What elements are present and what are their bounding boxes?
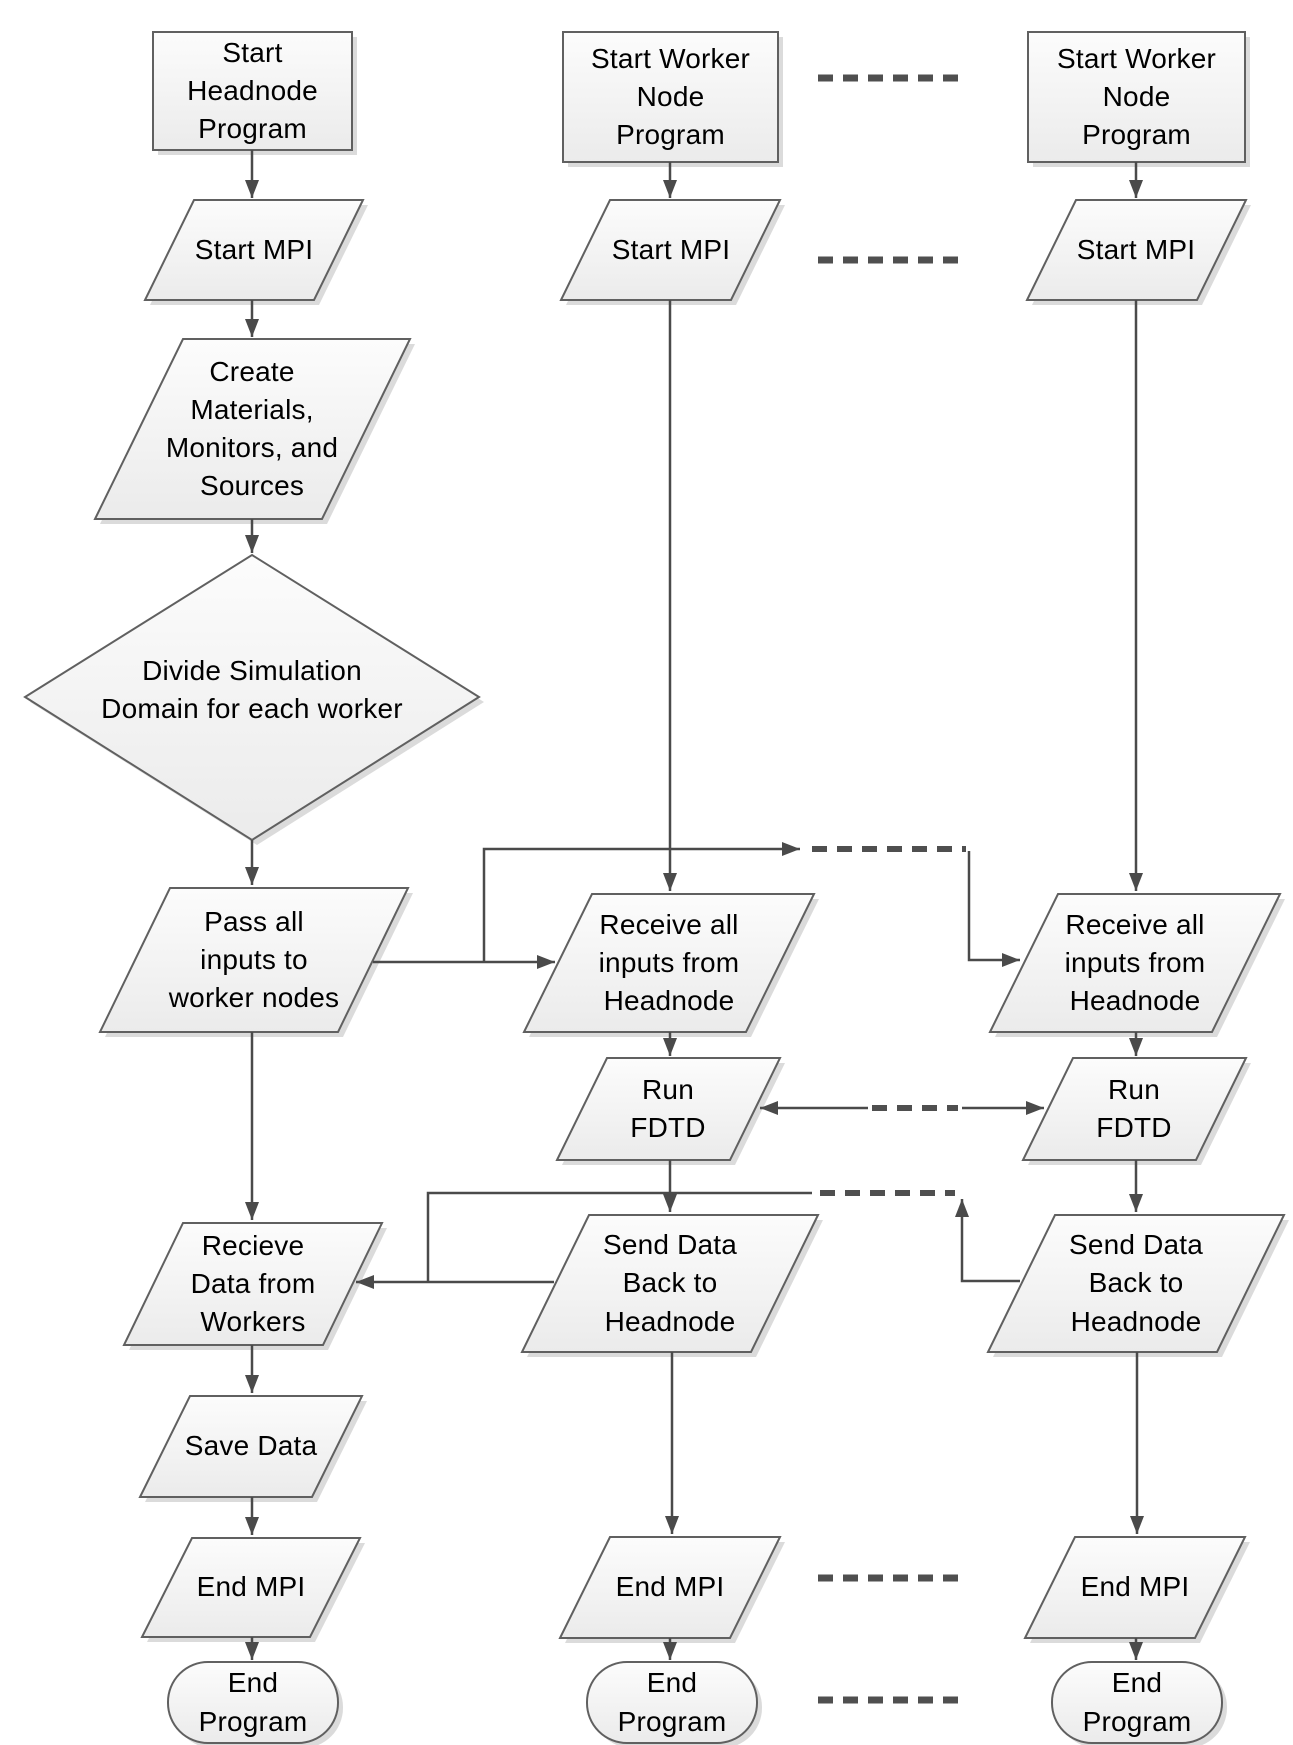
label-end-mpi-worker-n: End MPI [1080,1571,1190,1603]
node-start-headnode-program [152,31,357,155]
label-create-materials: Create Materials, Monitors, and Sources [165,355,339,502]
label-start-mpi-worker-n: Start MPI [1076,233,1196,265]
label-send-data-n: Send Data Back to Headnode [1068,1229,1204,1337]
node-end-program-worker-n [1051,1661,1227,1745]
node-end-mpi-worker-n [1023,1536,1250,1643]
label-start-worker-program-n: Start Worker Node Program [1056,42,1217,151]
node-start-worker-program-n [1027,31,1250,167]
node-start-mpi-worker-1 [559,199,785,305]
label-receive-inputs-n: Receive all inputs from Headnode [1064,908,1206,1017]
label-end-program-headnode: End Program [198,1667,308,1737]
node-end-mpi-worker-1 [558,1536,785,1643]
node-create-materials [93,338,415,524]
edge-sendn-merge-up [955,1199,1020,1283]
node-receive-inputs-n [988,893,1285,1037]
label-end-mpi-headnode: End MPI [196,1571,306,1603]
node-receive-inputs-1 [522,893,819,1037]
edge-pass-branch-up [482,842,800,962]
node-start-mpi-headnode [143,199,368,305]
node-end-program-headnode [167,1661,343,1745]
label-start-worker-program-1: Start Worker Node Program [590,42,751,151]
label-divide-domain: Divide Simulation Domain for each worker [101,654,403,724]
label-send-data-1: Send Data Back to Headnode [602,1229,738,1337]
label-run-fdtd-n: Run FDTD [1096,1073,1172,1143]
node-run-fdtd-1 [555,1057,785,1165]
node-pass-inputs [98,887,413,1037]
label-run-fdtd-1: Run FDTD [630,1073,706,1143]
node-start-mpi-worker-n [1025,199,1251,305]
node-send-data-1 [520,1214,823,1357]
label-start-mpi-headnode: Start MPI [194,233,314,265]
node-end-mpi-headnode [140,1537,365,1642]
edge-send-merge-rail [426,1191,812,1282]
label-save-data: Save Data [184,1430,318,1462]
label-receive-inputs-1: Receive all inputs from Headnode [598,908,740,1017]
node-run-fdtd-n [1021,1057,1251,1165]
label-start-mpi-worker-1: Start MPI [611,233,731,265]
edge-pass-to-receive-n [967,851,1020,967]
node-start-worker-program-1 [562,31,783,167]
node-save-data [138,1395,367,1502]
label-end-program-worker-n: End Program [1082,1667,1192,1737]
label-pass-inputs: Pass all inputs to worker nodes [168,905,340,1014]
label-recieve-data: Recieve Data from Workers [190,1229,316,1338]
node-recieve-data [122,1222,387,1350]
label-start-headnode-program: Start Headnode Program [187,36,318,145]
node-send-data-n [986,1214,1289,1357]
label-end-mpi-worker-1: End MPI [615,1571,725,1603]
label-end-program-worker-1: End Program [617,1667,727,1737]
node-end-program-worker-1 [586,1661,762,1745]
